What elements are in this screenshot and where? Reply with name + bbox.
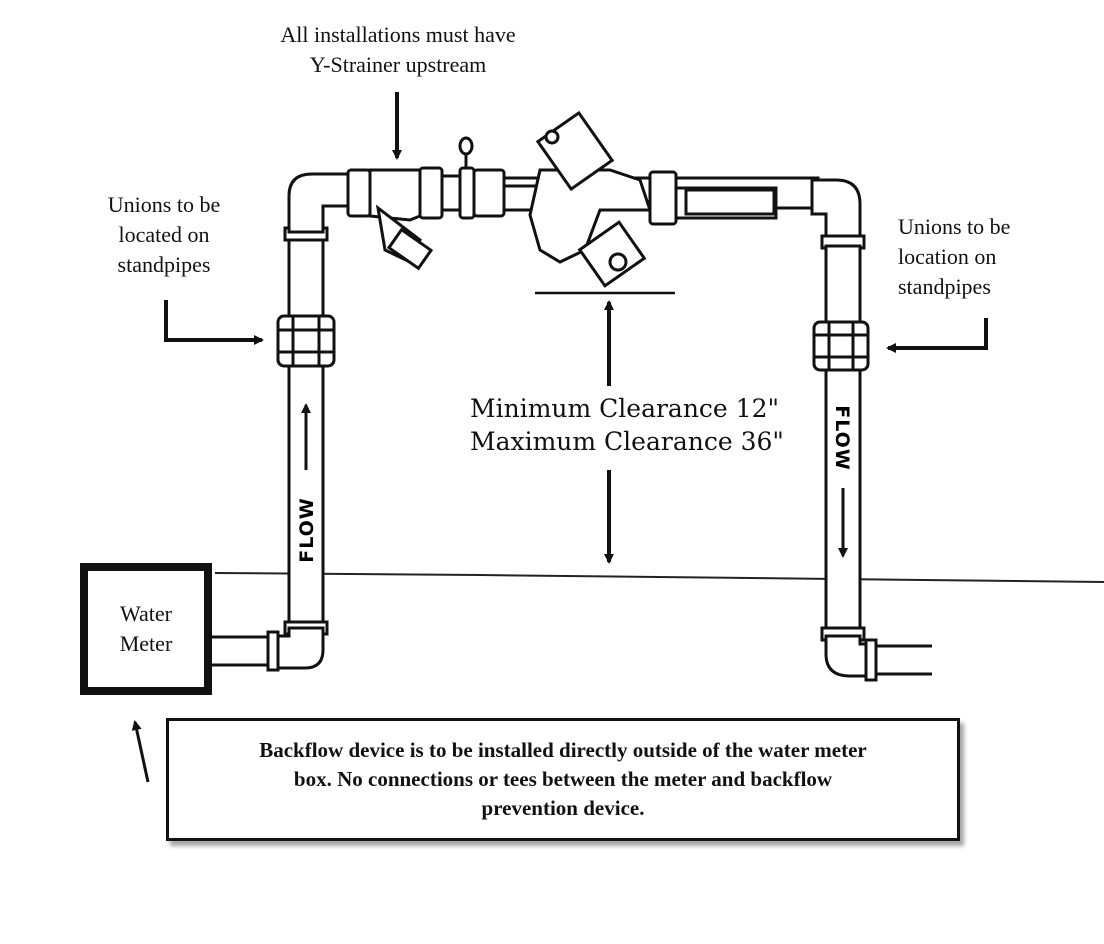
left-top-elbow (287, 172, 352, 234)
y-strainer-label: All installations must have Y-Strainer u… (280, 22, 516, 77)
meter-arrow (131, 720, 150, 783)
right-union (812, 320, 870, 372)
left-union-arrow (164, 300, 264, 345)
right-standpipe (820, 244, 866, 642)
left-bottom-elbow (206, 626, 325, 672)
right-top-elbow (810, 178, 866, 250)
unions-left-label: Unions to be located on standpipes (107, 192, 221, 277)
ground-line (214, 572, 1104, 583)
right-bottom-elbow (824, 634, 932, 682)
top-pipe (346, 110, 820, 288)
clearance-label: Minimum Clearance 12" Maximum Clearance … (470, 394, 784, 456)
flow-left-label: FLOW (296, 497, 318, 563)
left-union (276, 314, 336, 368)
unions-right-label: Unions to be location on standpipes (898, 214, 1011, 299)
right-union-arrow (886, 318, 988, 353)
installation-note: Backflow device is to be installed direc… (166, 718, 960, 841)
water-meter-box: Water Meter (80, 563, 212, 695)
flow-right-label: FLOW (831, 405, 853, 471)
